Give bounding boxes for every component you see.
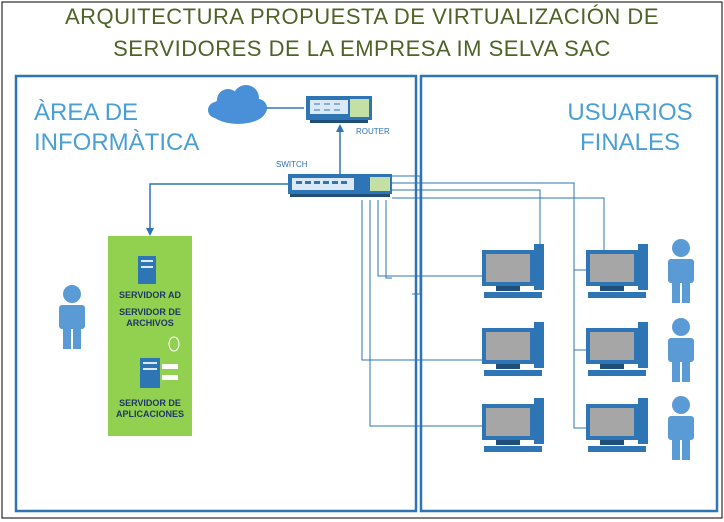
area-usuarios-line-1: USUARIOS <box>567 99 693 126</box>
router-icon <box>306 96 372 123</box>
server-apps-line-1: SERVIDOR DE <box>119 398 181 408</box>
computer-icon-r1c2 <box>586 244 648 298</box>
disk-icon <box>168 336 180 352</box>
diagram-title-line-2: SERVIDORES DE LA EMPRESA IM SELVA SAC <box>113 36 611 61</box>
area-usuarios-box <box>419 74 719 513</box>
computer-icon-r3c1 <box>482 398 544 452</box>
server-files-line-1: SERVIDOR DE <box>119 307 181 317</box>
area-informatica-label: ÀREA DE INFORMÀTICA <box>34 98 199 158</box>
computer-icon-r3c2 <box>586 398 648 452</box>
area-informatica-line-1: ÀREA DE <box>34 99 139 126</box>
router-label: ROUTER <box>356 127 390 136</box>
user-person-icon-3 <box>668 396 694 460</box>
switch-icon <box>288 174 392 197</box>
area-informatica-line-2: INFORMÀTICA <box>34 129 200 156</box>
computer-icon-r2c1 <box>482 322 544 376</box>
server-apps-line-2: APLICACIONES <box>115 409 184 419</box>
user-person-icon-1 <box>668 239 694 303</box>
computer-icon-r2c2 <box>586 322 648 376</box>
user-person-icon-2 <box>668 318 694 382</box>
area-usuarios-label: USUARIOS FINALES <box>560 98 700 158</box>
server-files-label: SERVIDOR DE ARCHIVOS <box>108 307 192 329</box>
server-apps-icon <box>140 358 178 388</box>
user-cables <box>361 175 605 429</box>
server-files-line-2: ARCHIVOS <box>126 318 174 328</box>
server-ad-icon <box>138 256 156 284</box>
area-usuarios-line-2: FINALES <box>579 129 681 156</box>
switch-server-link <box>149 183 288 230</box>
server-apps-label: SERVIDOR DE APLICACIONES <box>108 398 192 420</box>
switch-label: SWITCH <box>276 160 308 169</box>
server-ad-label: SERVIDOR AD <box>118 290 181 300</box>
cloud-icon <box>208 85 267 124</box>
computer-icon-r1c1 <box>482 244 544 298</box>
diagram-title-line-1: ARQUITECTURA PROPUESTA DE VIRTUALIZACIÓN… <box>64 4 659 29</box>
admin-person-icon <box>59 285 85 349</box>
